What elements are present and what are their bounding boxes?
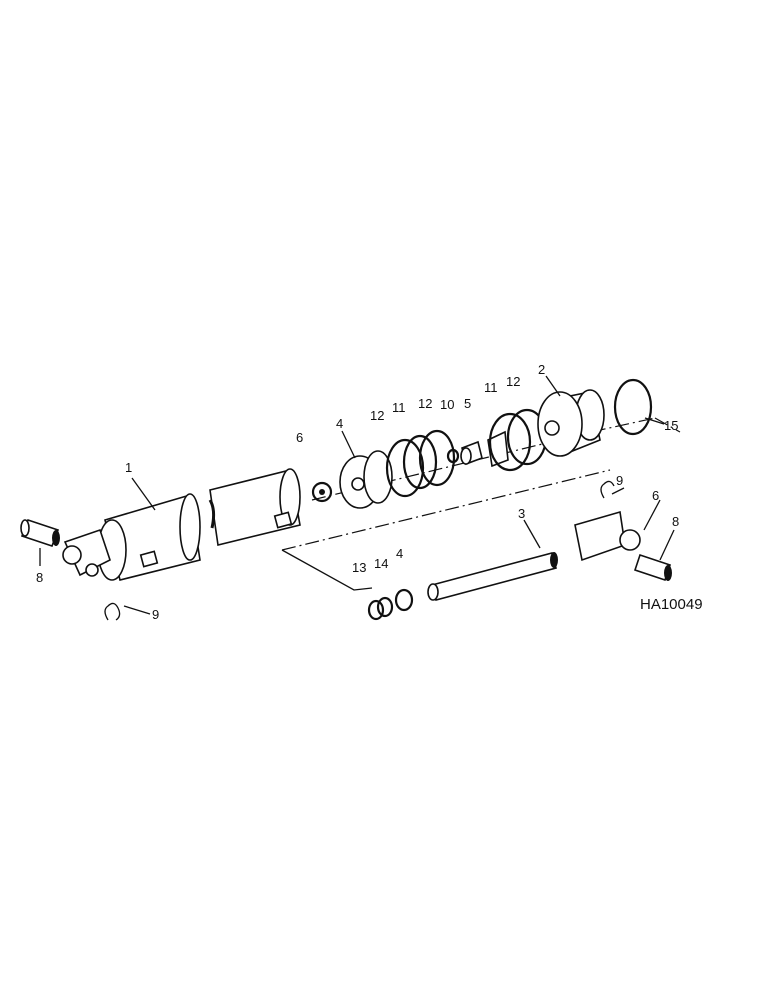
callout-9b: 9 (152, 607, 159, 622)
snap-ring (613, 378, 653, 436)
o-ring (446, 448, 460, 464)
callout-8b: 8 (672, 514, 679, 529)
gland-seal-11 (488, 412, 532, 472)
callout-10: 10 (440, 397, 454, 412)
pin-left (20, 518, 60, 548)
gland (537, 389, 605, 457)
callout-6b: 6 (652, 488, 659, 503)
callout-12a: 12 (370, 408, 384, 423)
reference-code: HA10049 (640, 596, 703, 613)
callout-12b: 12 (506, 374, 520, 389)
callout-11a: 11 (392, 400, 406, 415)
callout-4b: 4 (396, 546, 403, 561)
piston-rod (427, 552, 558, 601)
callout-4: 4 (336, 416, 343, 431)
ring-14 (376, 596, 394, 618)
piston (339, 450, 393, 509)
nut (311, 481, 333, 503)
rod-seal-4 (394, 588, 414, 612)
clip-right (600, 480, 615, 499)
assembly-line-lower (281, 469, 611, 551)
callout-14: 14 (374, 556, 388, 571)
piston-seals (385, 429, 456, 498)
wiper-13 (367, 599, 385, 621)
leader-lower-left (281, 549, 373, 591)
valve-insert (460, 440, 483, 466)
callout-15: 15 (664, 418, 678, 433)
callout-6a: 6 (296, 430, 303, 445)
callout-1: 1 (125, 460, 132, 475)
callout-5: 5 (464, 396, 471, 411)
cylinder-barrel (62, 468, 301, 581)
callout-3: 3 (518, 506, 525, 521)
clip-left (104, 602, 121, 621)
callout-8a: 8 (36, 570, 43, 585)
assembly-line-right (654, 417, 681, 433)
pin-right (633, 553, 672, 582)
callout-13: 13 (352, 560, 366, 575)
callout-2: 2 (538, 362, 545, 377)
callout-12c: 12 (418, 396, 432, 411)
callout-11b: 11 (484, 380, 498, 395)
rod-clevis (574, 510, 641, 562)
callout-9a: 9 (616, 473, 623, 488)
